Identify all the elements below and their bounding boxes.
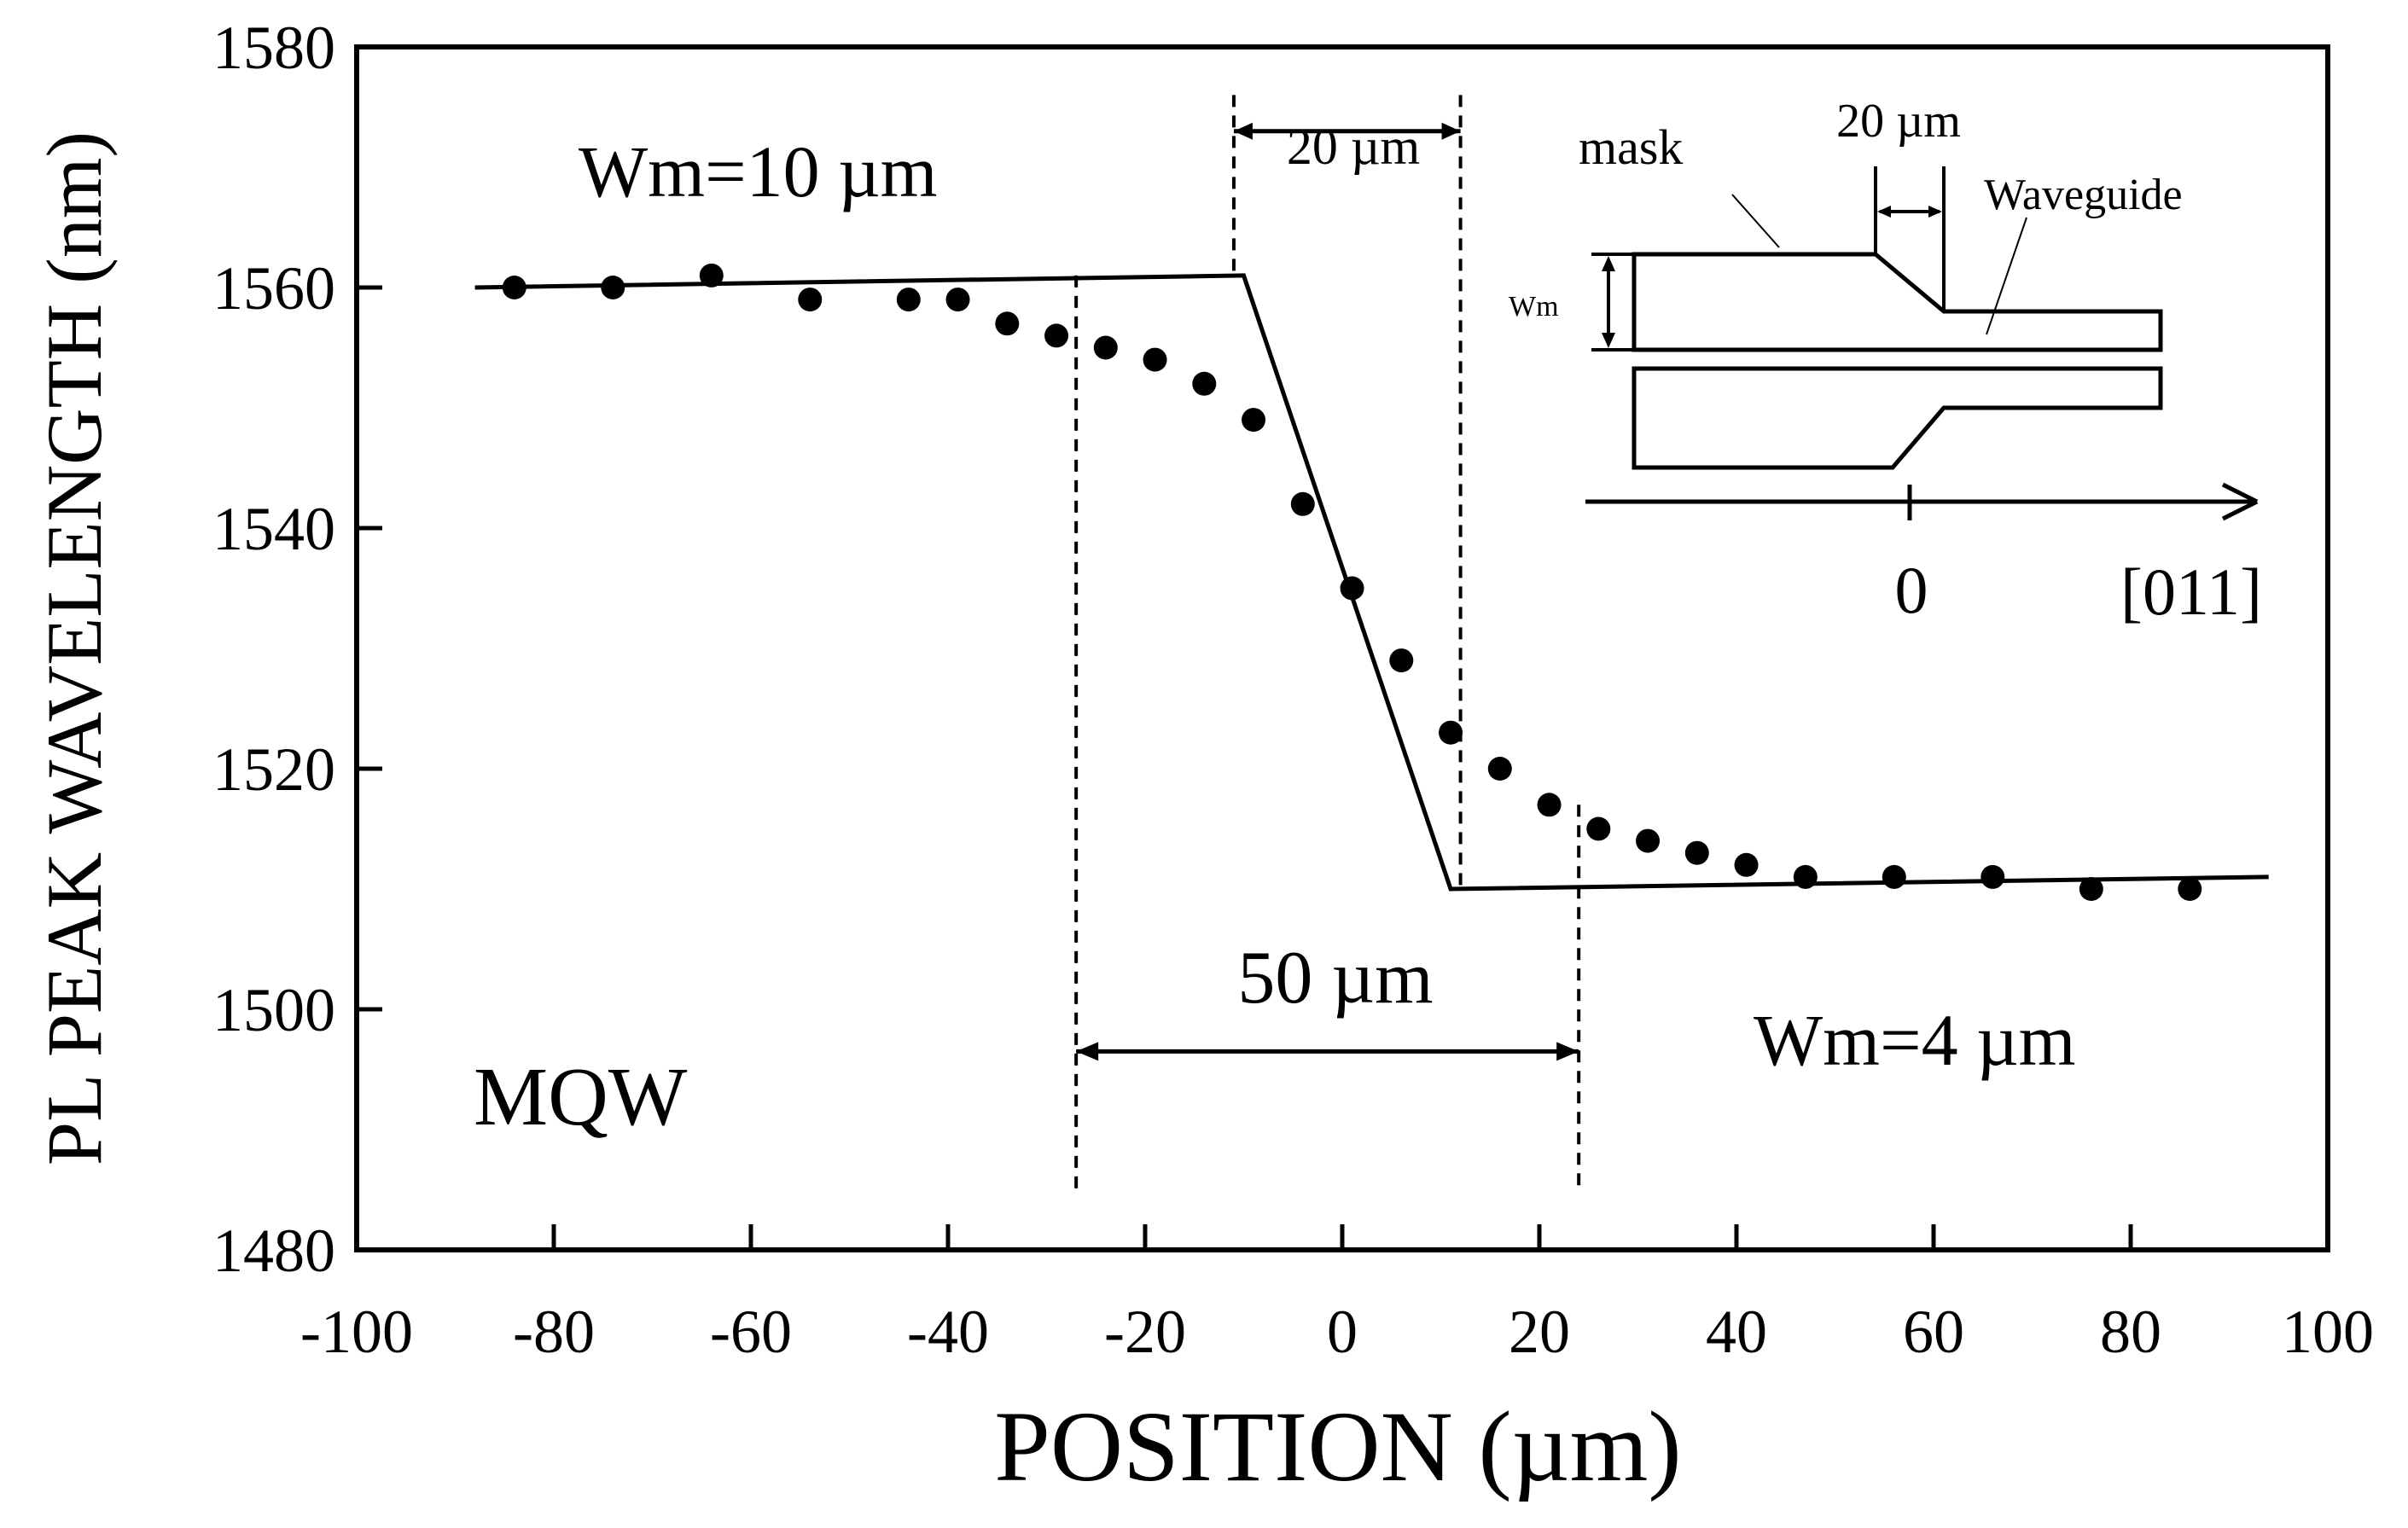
data-point	[1192, 371, 1217, 396]
data-point	[1980, 864, 2005, 889]
data-point	[1487, 757, 1512, 781]
x-tick-label: 60	[1903, 1298, 1964, 1366]
data-point	[1044, 323, 1069, 348]
y-tick-label: 1580	[212, 14, 335, 82]
series-points	[502, 263, 2202, 901]
data-point	[1636, 828, 1661, 853]
data-point	[601, 276, 625, 299]
x-tick-label: -60	[710, 1298, 792, 1366]
x-tick-label: -80	[513, 1298, 595, 1366]
inset-waveguide-pointer	[1986, 217, 2027, 335]
y-tick-label: 1540	[212, 495, 335, 563]
inset-axis-arrowhead	[2221, 482, 2259, 521]
x-tick-label: 40	[1706, 1298, 1767, 1366]
data-point	[1290, 491, 1315, 516]
data-point	[945, 288, 970, 312]
inset-mask-pointer	[1731, 194, 1780, 248]
x-tick-label: -20	[1104, 1298, 1186, 1366]
data-point	[1439, 720, 1463, 745]
data-point	[1537, 793, 1562, 817]
inset-direction-label: [011]	[2120, 555, 2262, 629]
inset-wm-label: Wm	[1509, 291, 1559, 322]
data-point	[502, 276, 526, 299]
inset-wm-arrowhead-up	[1602, 256, 1615, 271]
inset-mask-label: mask	[1579, 119, 1683, 175]
y-tick-label: 1560	[212, 254, 335, 322]
inset-diagram: mask 20 µm Waveguide Wm 0 [011]	[1509, 95, 2262, 629]
axis-ticks	[357, 285, 2133, 1250]
data-point	[1093, 335, 1118, 360]
x-tick-label: 0	[1327, 1298, 1358, 1366]
mqw-label: MQW	[474, 1051, 688, 1143]
data-point	[2079, 877, 2103, 901]
inset-wm-arrowhead-down	[1602, 333, 1615, 348]
data-point	[995, 311, 1020, 336]
inset-span-arrowhead-right	[1928, 206, 1942, 218]
inset-zero-label: 0	[1895, 553, 1928, 627]
data-point	[1242, 408, 1266, 433]
data-point	[1793, 864, 1818, 889]
data-point	[1586, 816, 1611, 841]
guide-lines	[1074, 95, 1581, 1190]
data-point	[1684, 840, 1709, 865]
y-tick-label: 1480	[212, 1217, 335, 1285]
data-point	[699, 263, 724, 288]
data-point	[896, 288, 921, 312]
tick-labels: -100 -80 -60 -40 -20 0 20 40 60 80 100 1480 1500 1520…	[212, 14, 2374, 1366]
x-tick-label: -100	[300, 1298, 413, 1366]
y-axis-label: PL PEAK WAVELENGTH (nm)	[31, 131, 118, 1165]
inset-mask-lower	[1632, 366, 2163, 470]
inset-mask-upper	[1632, 252, 2163, 352]
wm-left-label: Wm=10 µm	[579, 131, 938, 212]
data-point	[1734, 852, 1759, 877]
annotations: Wm=10 µm Wm=4 µm MQW 20 µm 50 µm	[474, 119, 2076, 1143]
span-50-label: 50 µm	[1237, 937, 1433, 1020]
x-tick-label: 20	[1509, 1298, 1570, 1366]
span-20-arrowhead-left	[1233, 122, 1253, 140]
inset-span-label: 20 µm	[1836, 95, 1961, 148]
wm-right-label: Wm=4 µm	[1754, 999, 2076, 1081]
x-tick-label: 80	[2100, 1298, 2161, 1366]
data-point	[1389, 648, 1414, 673]
y-tick-label: 1520	[212, 735, 335, 804]
span-50-arrowhead-right	[1556, 1042, 1579, 1061]
data-point	[1882, 864, 1906, 889]
span-50-arrowhead-left	[1076, 1042, 1099, 1061]
data-point	[2178, 877, 2202, 901]
x-tick-label: 100	[2282, 1298, 2374, 1366]
span-20-arrowhead-right	[1441, 122, 1461, 140]
inset-span-arrowhead-left	[1877, 206, 1891, 218]
data-point	[798, 288, 823, 312]
y-tick-label: 1500	[212, 976, 335, 1044]
inset-waveguide-label: Waveguide	[1984, 171, 2183, 219]
data-point	[1340, 576, 1364, 601]
data-point	[1143, 347, 1167, 372]
x-tick-label: -40	[907, 1298, 989, 1366]
span-20-label: 20 µm	[1287, 119, 1420, 175]
x-axis-label: POSITION (µm)	[994, 1391, 1681, 1502]
